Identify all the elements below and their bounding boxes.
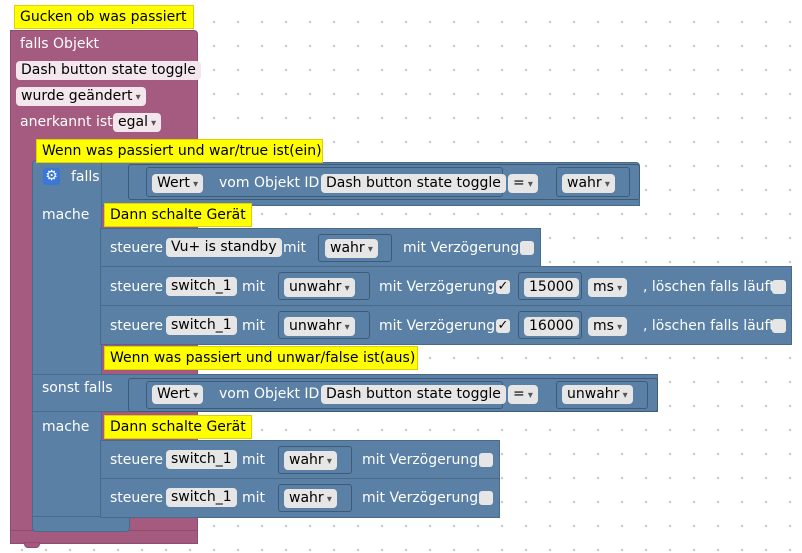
if-block-bottom bbox=[32, 516, 130, 532]
cond2-object-field[interactable]: Dash button state toggle bbox=[321, 385, 506, 404]
elseif-label: sonst falls bbox=[42, 380, 113, 396]
action-4-delay-label: mit Verzögerung bbox=[362, 452, 479, 468]
comment-if-false[interactable]: Wenn was passiert und unwar/false ist(au… bbox=[104, 346, 418, 370]
action-3-delay-label: mit Verzögerung bbox=[379, 318, 496, 334]
gear-icon[interactable]: ⚙ bbox=[43, 168, 60, 185]
cond2-value-dropdown[interactable]: unwahr bbox=[562, 385, 633, 404]
ack-label: anerkannt ist bbox=[20, 114, 113, 130]
ack-value-dropdown[interactable]: egal bbox=[113, 113, 162, 132]
cond1-object-field[interactable]: Dash button state toggle bbox=[321, 174, 506, 193]
action-3-with-label: mit bbox=[242, 318, 266, 334]
action-1-delay-label: mit Verzögerung bbox=[403, 240, 520, 256]
cond1-prop-dropdown[interactable]: Wert bbox=[152, 174, 204, 193]
action-1-device-field[interactable]: Vu+ is standby bbox=[166, 238, 282, 257]
trigger-event-dropdown[interactable]: wurde geändert bbox=[16, 87, 146, 106]
cond1-of-label: vom Objekt ID bbox=[219, 175, 320, 191]
action-2-delay-input[interactable]: 15000 bbox=[524, 278, 579, 297]
cond1-value-dropdown[interactable]: wahr bbox=[562, 174, 615, 193]
action-1-with-label: mit bbox=[283, 240, 307, 256]
action-1-value-dropdown[interactable]: wahr bbox=[325, 239, 378, 258]
action-2-unit-dropdown[interactable]: ms bbox=[588, 278, 628, 297]
comment-main[interactable]: Gucken ob was passiert bbox=[14, 5, 194, 29]
action-5-with-label: mit bbox=[242, 490, 266, 506]
action-2-delay-checkbox[interactable]: ✓ bbox=[496, 279, 510, 294]
action-2-with-label: mit bbox=[242, 279, 266, 295]
action-3-unit-dropdown[interactable]: ms bbox=[588, 317, 628, 336]
do-label: mache bbox=[42, 207, 90, 223]
action-2-control-label: steuere bbox=[110, 279, 163, 295]
if-block-spine bbox=[32, 160, 102, 530]
action-5-delay-label: mit Verzögerung bbox=[362, 490, 479, 506]
cond2-of-label: vom Objekt ID bbox=[219, 386, 320, 402]
action-1-control-label: steuere bbox=[110, 240, 163, 256]
do2-label: mache bbox=[42, 419, 90, 435]
action-4-value-dropdown[interactable]: wahr bbox=[284, 451, 337, 470]
comment-if-true[interactable]: Wenn was passiert und war/true ist(ein) bbox=[36, 139, 323, 163]
action-2-value-dropdown[interactable]: unwahr bbox=[284, 278, 355, 297]
trigger-object-field[interactable]: Dash button state toggle bbox=[16, 61, 201, 80]
trigger-block-tail bbox=[24, 542, 40, 548]
action-3-control-label: steuere bbox=[110, 318, 163, 334]
action-1-delay-checkbox[interactable] bbox=[520, 241, 534, 255]
action-2-clear-checkbox[interactable] bbox=[772, 280, 786, 294]
action-3-delay-checkbox[interactable]: ✓ bbox=[496, 318, 510, 333]
action-4-delay-checkbox[interactable] bbox=[479, 453, 493, 467]
action-3-clear-checkbox[interactable] bbox=[772, 319, 786, 333]
action-3-delay-input[interactable]: 16000 bbox=[524, 317, 579, 336]
action-4-with-label: mit bbox=[242, 452, 266, 468]
action-3-value-dropdown[interactable]: unwahr bbox=[284, 317, 355, 336]
action-5-delay-checkbox[interactable] bbox=[479, 491, 493, 505]
action-4-control-label: steuere bbox=[110, 452, 163, 468]
action-3-device-field[interactable]: switch_1 bbox=[166, 316, 237, 335]
action-3-clear-label: , löschen falls läuft bbox=[643, 318, 775, 334]
action-5-value-dropdown[interactable]: wahr bbox=[284, 489, 337, 508]
cond2-op-dropdown[interactable]: = bbox=[508, 385, 538, 404]
action-2-delay-label: mit Verzögerung bbox=[379, 279, 496, 295]
comment-then-2[interactable]: Dann schalte Gerät bbox=[104, 415, 252, 439]
action-4-device-field[interactable]: switch_1 bbox=[166, 450, 237, 469]
comment-then-1[interactable]: Dann schalte Gerät bbox=[104, 203, 252, 227]
cond1-op-dropdown[interactable]: = bbox=[508, 174, 538, 193]
action-5-device-field[interactable]: switch_1 bbox=[166, 488, 237, 507]
cond2-prop-dropdown[interactable]: Wert bbox=[152, 385, 204, 404]
if-label: falls bbox=[71, 169, 100, 185]
trigger-label: falls Objekt bbox=[20, 36, 100, 52]
action-2-device-field[interactable]: switch_1 bbox=[166, 277, 237, 296]
action-5-control-label: steuere bbox=[110, 490, 163, 506]
action-2-clear-label: , löschen falls läuft bbox=[643, 279, 775, 295]
